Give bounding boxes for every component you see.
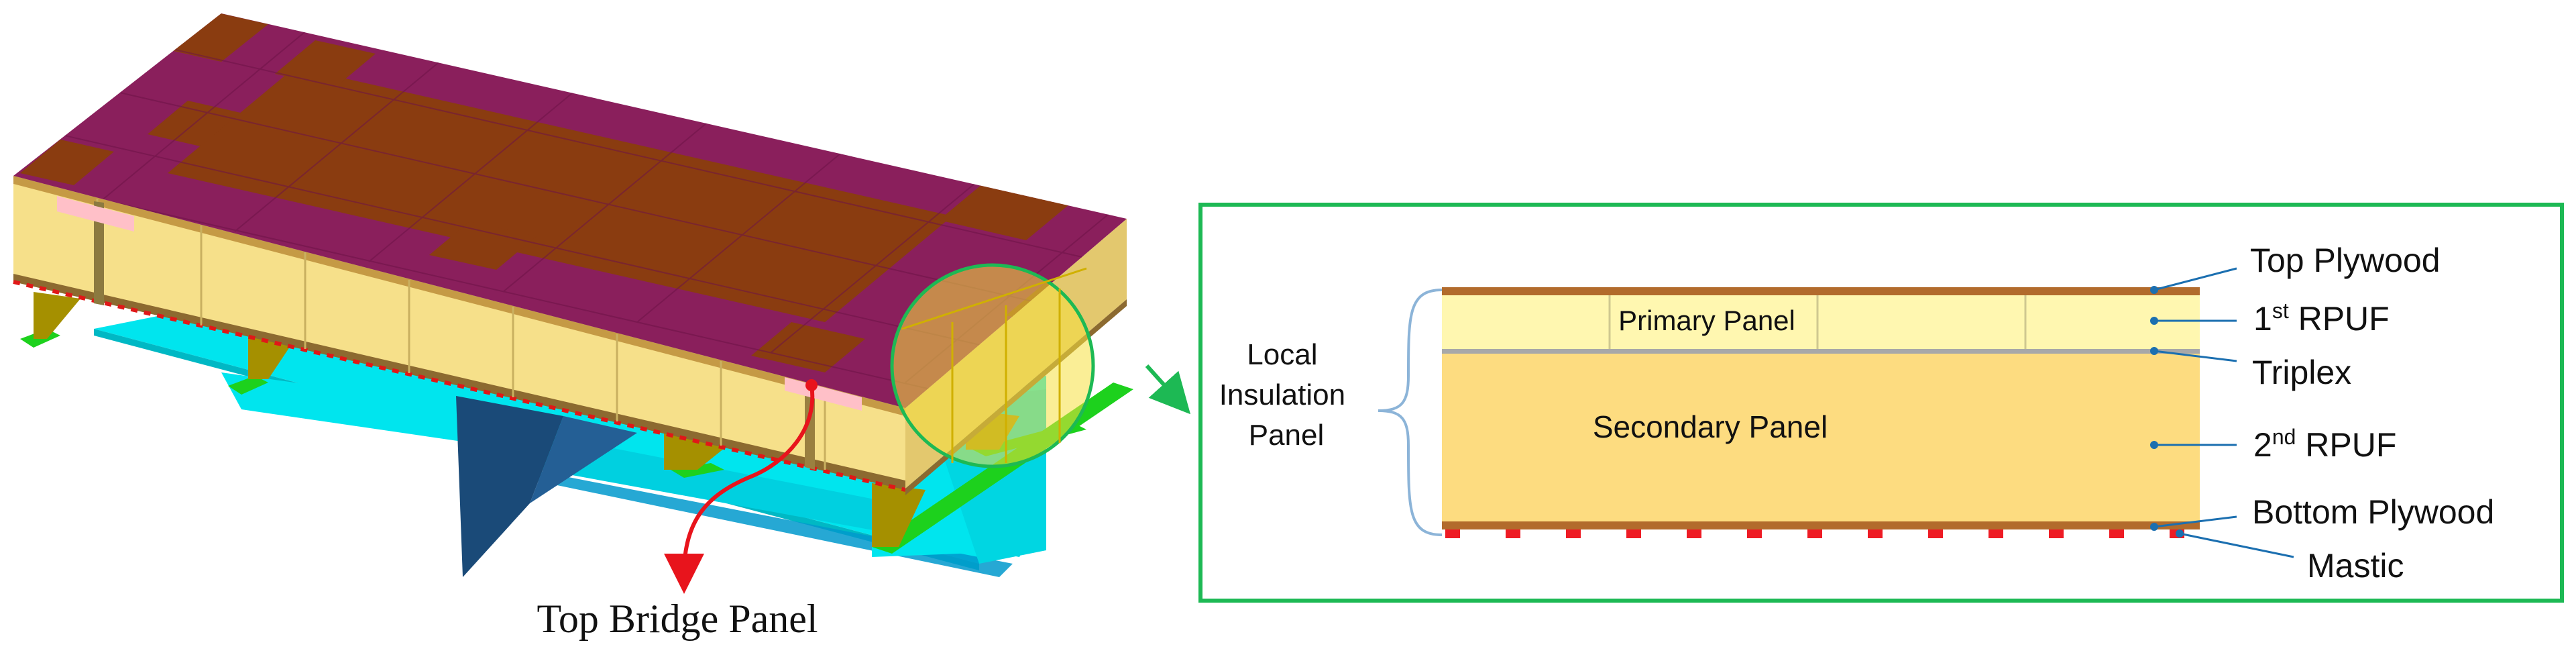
bridge-3d-view: Top Bridge Panel xyxy=(13,13,1191,641)
magnifier-circle xyxy=(890,263,1095,468)
layer-second-rpuf xyxy=(1442,354,2200,521)
label-bottom-plywood: Bottom Plywood xyxy=(2252,493,2494,531)
label-top-plywood: Top Plywood xyxy=(2250,242,2441,279)
top-bridge-panel-label: Top Bridge Panel xyxy=(537,597,818,641)
layer-top-plywood xyxy=(1442,287,2200,295)
leader-dots xyxy=(2150,286,2184,538)
cross-section-detail: Primary Panel Secondary Panel Local Insu… xyxy=(1198,203,2564,603)
layer-triplex xyxy=(1442,349,2200,354)
mastic-dots xyxy=(1445,529,2184,538)
layer-first-rpuf xyxy=(1442,295,2200,349)
group-brace xyxy=(1378,289,1443,536)
label-mastic: Mastic xyxy=(2307,547,2404,585)
callout-arrow xyxy=(664,385,815,594)
leader-lines xyxy=(2153,267,2294,558)
primary-panel-label: Primary Panel xyxy=(1618,305,1795,336)
zoom-arrow xyxy=(1145,364,1191,415)
label-triplex: Triplex xyxy=(2252,354,2351,391)
label-first-rpuf: 1st RPUF xyxy=(2253,299,2390,338)
local-insulation-panel-label: Local Insulation Panel xyxy=(1219,338,1354,452)
secondary-panel-label: Secondary Panel xyxy=(1593,409,1828,444)
label-second-rpuf: 2nd RPUF xyxy=(2253,425,2396,464)
layer-bottom-plywood xyxy=(1442,521,2200,529)
deck-top xyxy=(13,13,1127,408)
